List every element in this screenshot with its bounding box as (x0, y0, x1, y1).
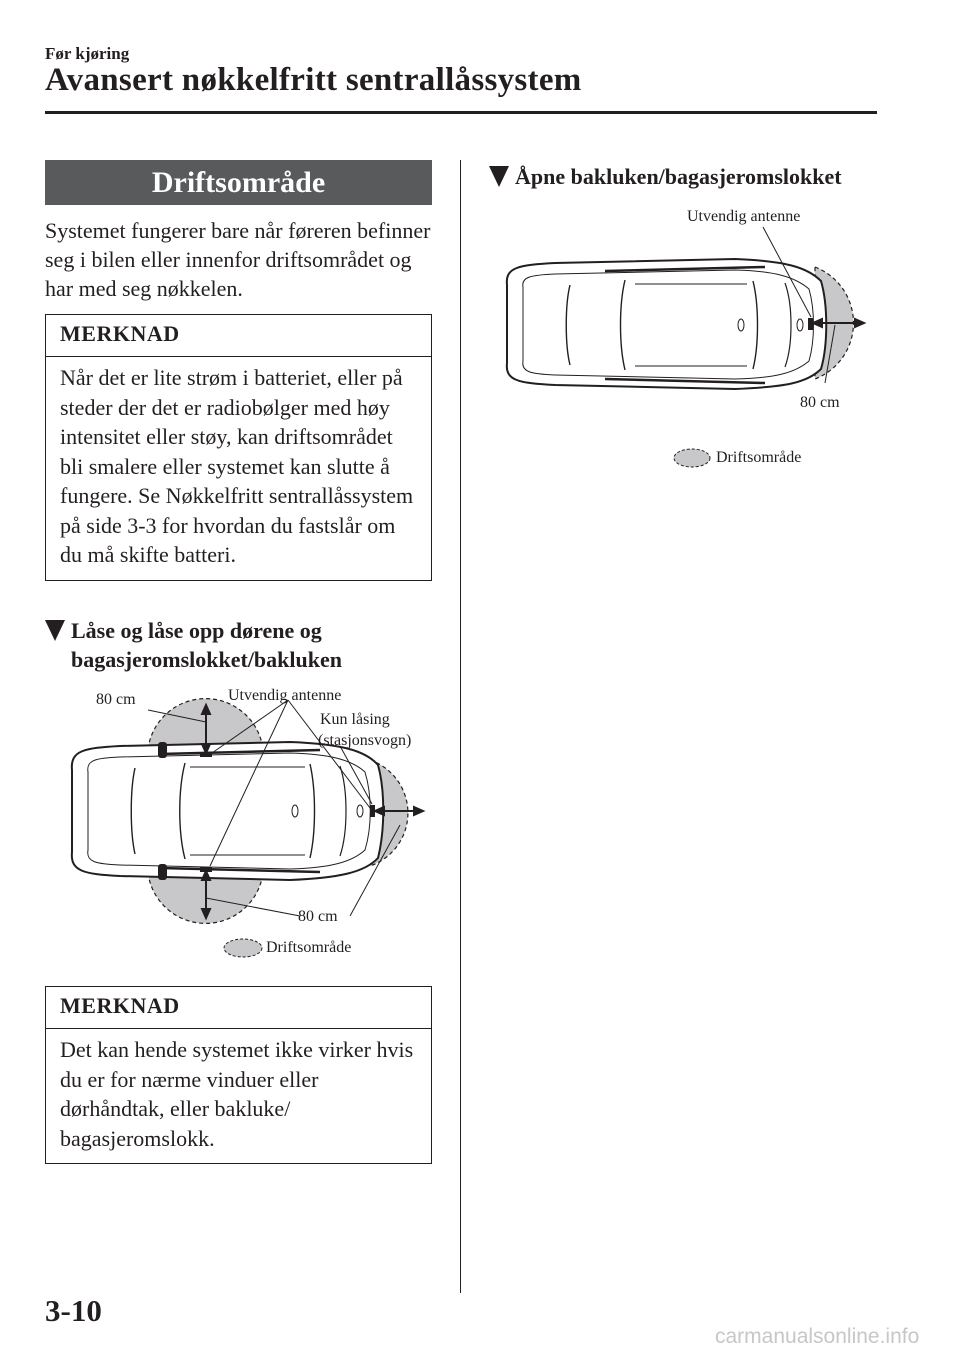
antenna-rear-icon (370, 805, 375, 817)
triangle-bullet-icon (45, 620, 65, 641)
label-external-antenna: Utvendig antenne (687, 208, 801, 225)
chapter-label: Før kjøring (45, 44, 130, 63)
label-lock-only-2: (stasjonsvogn) (318, 732, 412, 749)
subheading-line2: bagasjeromslokket/bakluken (71, 647, 342, 672)
subheading-line1: Låse og låse opp dørene og (71, 618, 322, 643)
watermark: carmanualsonline.info (715, 1325, 920, 1348)
subheading-text: Åpne bakluken/bagasjeromslokket (515, 164, 842, 189)
section-banner: Driftsområde (45, 160, 432, 205)
figure-open-tailgate: Utvendig antenne 80 cm Driftsområde (495, 205, 885, 475)
subheading-open-tailgate: Åpne bakluken/bagasjeromslokket (489, 162, 895, 191)
note-heading: MERKNAD (46, 987, 431, 1029)
note-text: Det kan hende systemet ikke virker hvis … (60, 1037, 414, 1151)
leader-lines (147, 699, 401, 917)
label-80cm-bottom: 80 cm (298, 908, 338, 925)
subheading-lock-unlock: Låse og låse opp dørene og bagasjeromslo… (45, 616, 431, 674)
label-80cm: 80 cm (800, 394, 840, 411)
car-body (505, 257, 828, 391)
column-divider (460, 160, 461, 1293)
triangle-bullet-icon (489, 166, 509, 187)
figure-lock-unlock: 80 cm Utvendig antenne Kun låsing (stasj… (40, 680, 440, 970)
leader-lines (762, 226, 836, 384)
note-box-2: MERKNAD Det kan hende systemet ikke virk… (45, 986, 432, 1164)
page-title: Avansert nøkkelfritt sentrallåssystem (45, 62, 582, 98)
legend-swatch (223, 938, 263, 958)
intro-paragraph: Systemet fungerer bare når føreren befin… (45, 218, 431, 301)
distance-arrows (200, 702, 426, 921)
label-lock-only-1: Kun låsing (320, 711, 390, 728)
title-divider (45, 111, 877, 114)
note-heading: MERKNAD (46, 315, 431, 357)
car-body (70, 740, 385, 882)
note-box-1: MERKNAD Når det er lite strøm i batterie… (45, 314, 432, 581)
label-external-antenna: Utvendig antenne (228, 687, 342, 704)
antenna-rear-icon (808, 318, 813, 330)
car-zones-diagram (70, 698, 426, 958)
distance-arrow (810, 317, 867, 329)
legend-swatch (673, 448, 711, 468)
legend-label: Driftsområde (266, 939, 352, 956)
note-text: Når det er lite strøm i batteriet, eller… (60, 365, 414, 567)
legend-label: Driftsområde (716, 449, 802, 466)
car-rear-zone-diagram (505, 226, 867, 468)
page-number: 3-10 (45, 1293, 102, 1328)
label-80cm-top: 80 cm (96, 691, 136, 708)
